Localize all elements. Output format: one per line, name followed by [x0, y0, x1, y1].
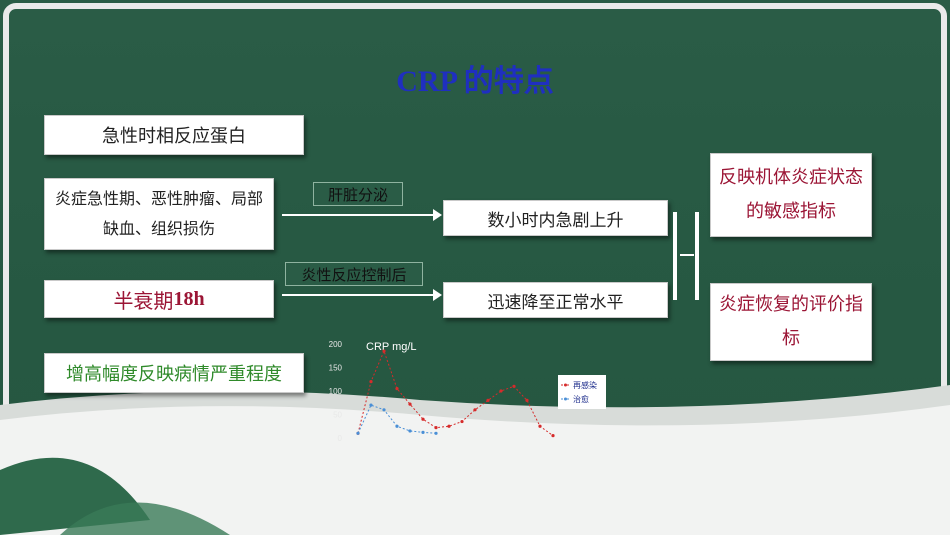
bracket-right: [695, 212, 699, 300]
box-fall: 迅速降至正常水平: [443, 282, 668, 318]
crp-chart: 0 50 100 150 200 CRP mg/L 再感染治愈: [320, 330, 620, 460]
chart-title: CRP mg/L: [366, 341, 417, 353]
arrow-to-fall: [282, 289, 442, 301]
box-reflects: 反映机体炎症状态的敏感指标: [710, 153, 872, 237]
box-amplitude-text: 增高幅度反映病情严重程度: [66, 364, 282, 385]
data-point: [395, 424, 399, 428]
label-controlled-text: 炎性反应控制后: [301, 265, 407, 284]
data-point: [525, 398, 529, 402]
box-amplitude: 增高幅度反映病情严重程度: [44, 353, 304, 393]
data-point: [356, 431, 360, 435]
data-point: [421, 430, 425, 434]
arrow-to-rise: [282, 209, 442, 221]
legend-box: [558, 375, 606, 409]
data-point: [408, 402, 412, 406]
data-point: [499, 389, 503, 393]
y-tick-label: 100: [329, 387, 343, 396]
legend-entry-1: 治愈: [573, 394, 589, 404]
box-recovery-text: 炎症恢复的评价指标: [719, 294, 863, 349]
legend-marker-0: [564, 383, 567, 387]
box-causes: 炎症急性期、恶性肿瘤、局部缺血、组织损伤: [44, 178, 274, 250]
data-point: [421, 417, 425, 421]
half-life-prefix: 半衰期: [113, 288, 174, 313]
box-causes-text: 炎症急性期、恶性肿瘤、局部缺血、组织损伤: [54, 189, 263, 238]
box-rise-text: 数小时内急剧上升: [487, 210, 624, 231]
data-point: [408, 429, 412, 433]
bracket-left: [673, 212, 677, 300]
box-recovery: 炎症恢复的评价指标: [710, 283, 872, 361]
label-liver: 肝脏分泌: [313, 182, 403, 206]
box-half-life: 半衰期 18h: [44, 280, 274, 318]
data-point: [512, 384, 516, 388]
data-point: [538, 424, 542, 428]
book-cover-decoration-2: [60, 502, 230, 535]
box-acute-phase-text: 急性时相反应蛋白: [102, 126, 246, 147]
y-tick-label: 150: [329, 364, 343, 373]
data-point: [369, 403, 373, 407]
box-rise: 数小时内急剧上升: [443, 200, 668, 236]
box-reflects-text: 反映机体炎症状态的敏感指标: [719, 167, 863, 222]
half-life-value: 18h: [173, 287, 205, 310]
y-tick-label: 200: [329, 340, 343, 349]
legend-entry-0: 再感染: [573, 380, 597, 390]
data-point: [395, 387, 399, 391]
data-point: [447, 424, 451, 428]
legend-marker-1: [564, 397, 567, 401]
bracket-connector: [680, 254, 694, 256]
label-controlled: 炎性反应控制后: [285, 262, 423, 286]
slide-title: CRP 的特点: [396, 65, 554, 98]
data-point: [382, 408, 386, 412]
label-liver-text: 肝脏分泌: [327, 185, 388, 204]
data-point: [434, 431, 438, 435]
box-acute-phase: 急性时相反应蛋白: [44, 115, 304, 155]
data-point: [551, 434, 555, 438]
box-fall-text: 迅速降至正常水平: [487, 292, 624, 313]
data-point: [382, 349, 386, 353]
data-point: [434, 426, 438, 430]
data-point: [486, 398, 490, 402]
data-point: [460, 419, 464, 424]
series-line-0: [357, 349, 554, 437]
book-cover-decoration: [0, 457, 150, 535]
data-point: [473, 408, 477, 412]
y-tick-label: 0: [338, 434, 343, 443]
y-tick-label: 50: [333, 411, 342, 420]
data-point: [369, 380, 373, 384]
